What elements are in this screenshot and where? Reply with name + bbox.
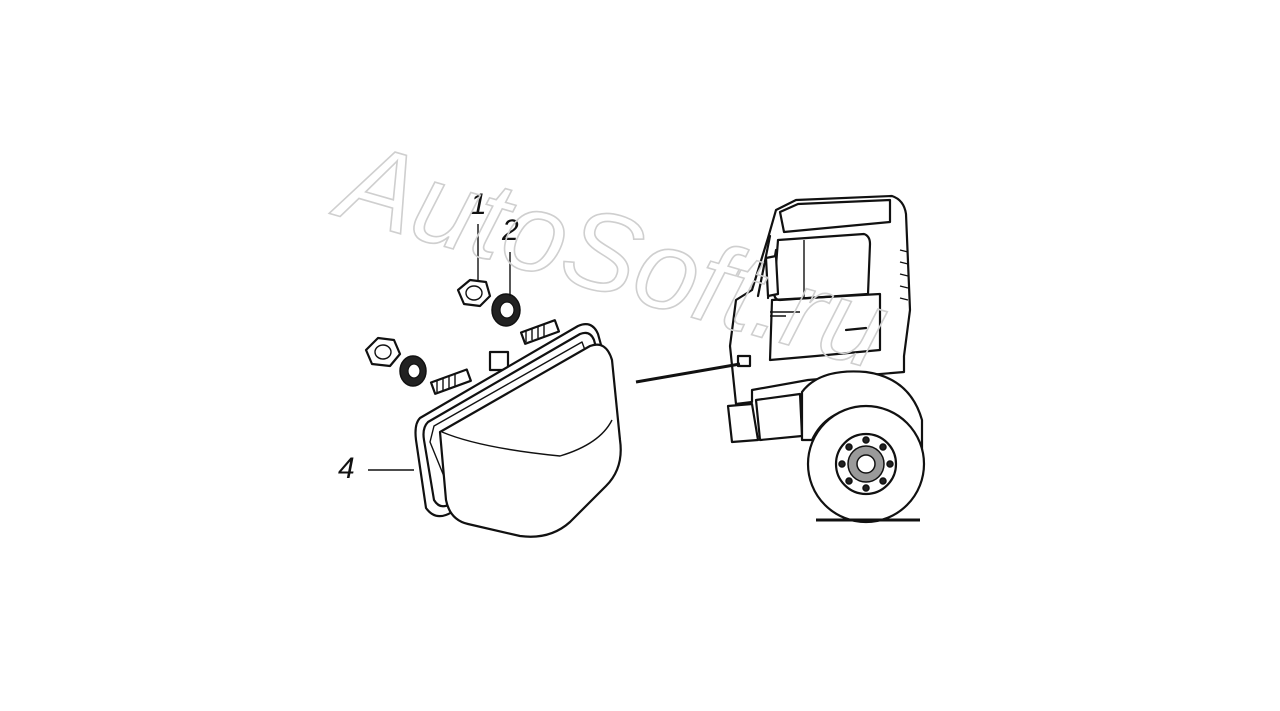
callout-1: 1 [470, 188, 487, 280]
upper-nut [456, 278, 492, 308]
front-wheel-assembly [800, 370, 926, 524]
side-mirror-head [764, 254, 780, 298]
callout-1-label: 1 [470, 188, 487, 221]
door-handle [844, 326, 868, 332]
cab-roof-visor [778, 198, 892, 234]
callout-4: 4 [338, 452, 414, 485]
truck-cab [635, 194, 912, 444]
cab-rear-vents [899, 249, 909, 301]
upper-mounting-stud [519, 319, 561, 345]
lower-washer [399, 355, 427, 387]
cab-door [768, 292, 882, 362]
callout-4-label: 4 [338, 452, 355, 485]
location-leader-line [635, 362, 741, 384]
a-pillar [756, 234, 772, 298]
door-emblem [770, 311, 800, 317]
front-bumper [726, 402, 760, 444]
callout-2: 2 [501, 214, 519, 296]
lower-nut [364, 336, 402, 368]
lower-mounting-stud [429, 368, 472, 395]
center-boss [488, 350, 510, 372]
hub-center [856, 454, 876, 474]
lamp-lens-edge [441, 419, 613, 457]
callout-2-label: 2 [501, 214, 519, 247]
cab-step [754, 392, 804, 442]
lamp-assembly [414, 319, 622, 538]
lamp-lens [438, 343, 622, 538]
rim-outer [834, 432, 898, 496]
wheel-nuts [838, 436, 894, 492]
lamp-location-marker [736, 354, 752, 368]
upper-washer [491, 293, 521, 327]
watermark-text: AutoSoft.ru [322, 116, 901, 392]
